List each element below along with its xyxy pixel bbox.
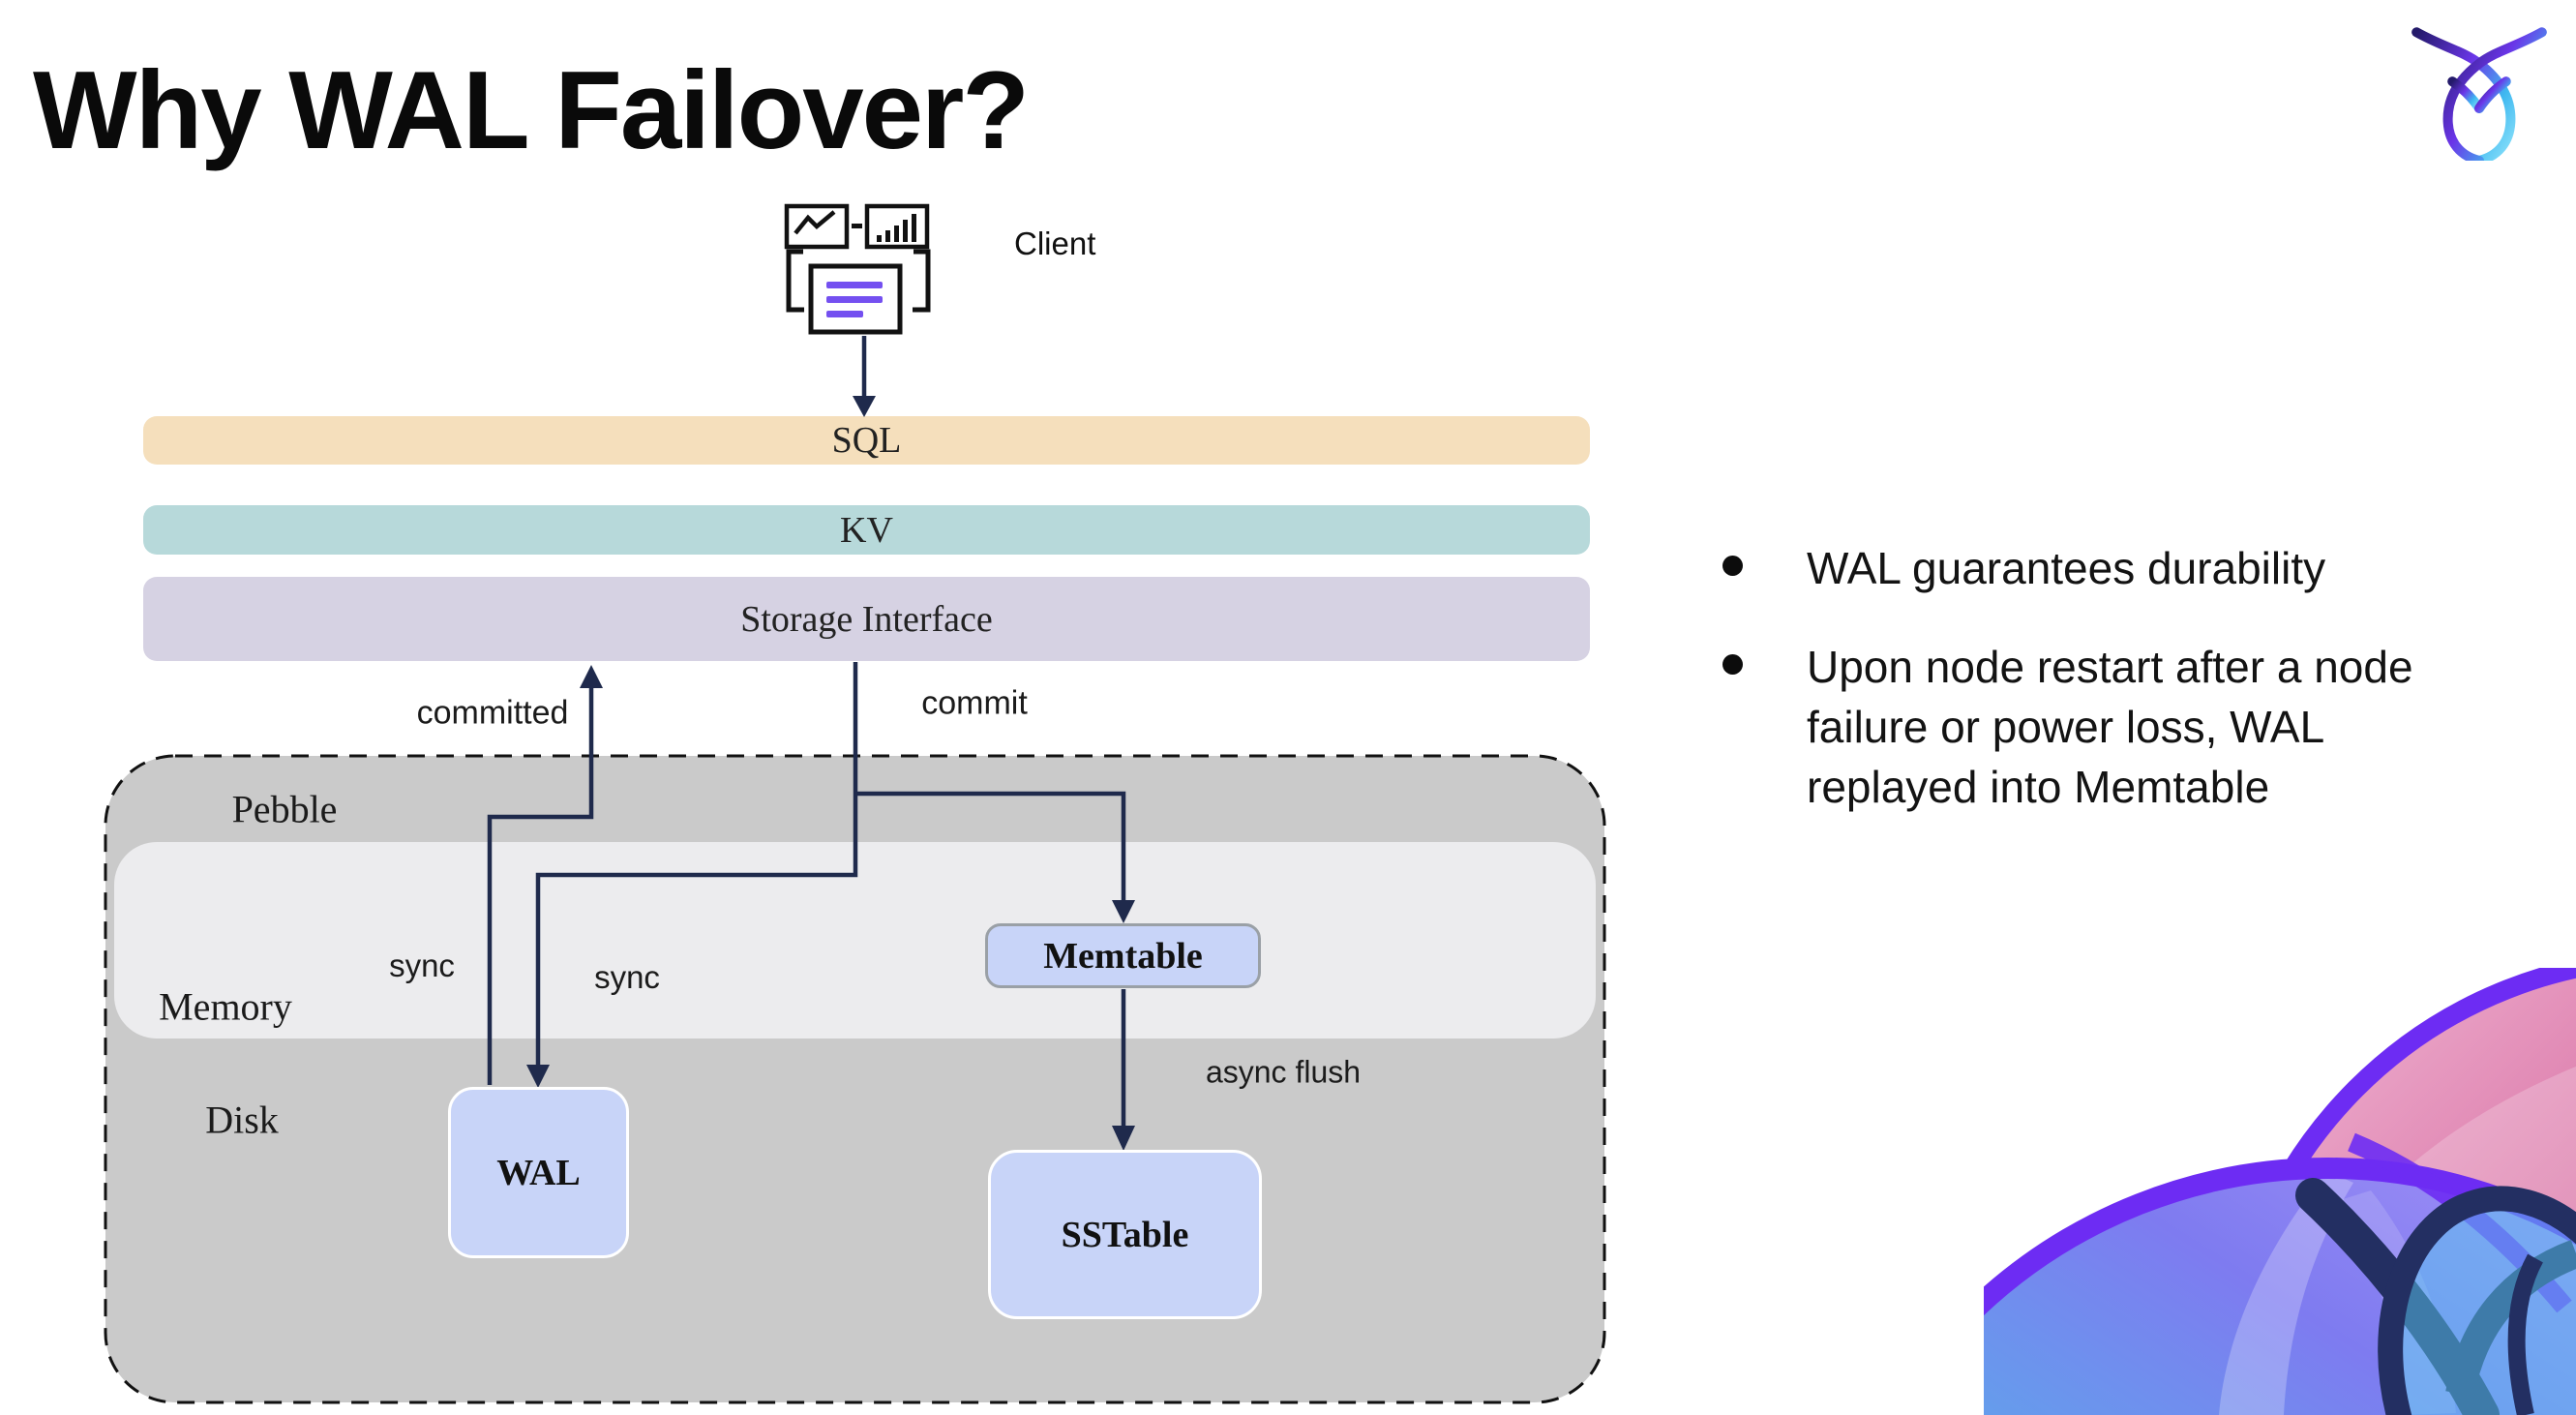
client-arrowhead: [853, 396, 876, 417]
bullet-dot-icon: [1722, 654, 1743, 675]
cockroachdb-logo-icon: [2411, 27, 2547, 161]
terminal-doc-icon: [786, 249, 931, 335]
wal-arrowhead: [526, 1065, 550, 1088]
layer-bar-kv: KV: [143, 505, 1590, 555]
node-sstable: SSTable: [988, 1150, 1262, 1319]
edge-label-sync-commit: sync: [594, 959, 660, 995]
edge-label-commit: commit: [921, 684, 1028, 722]
bar-chart-icon: [864, 203, 930, 250]
blue-sphere-rim: [1984, 1158, 2576, 1316]
brand-sphere-art: [1984, 968, 2576, 1415]
node-wal-label: WAL: [496, 1152, 581, 1193]
commit-to-wal-arrow-line: [535, 662, 858, 1067]
memtable-arrowhead: [1112, 900, 1135, 923]
bullet-text: WAL guarantees durability: [1807, 543, 2326, 593]
disk-label: Disk: [205, 1098, 279, 1142]
bullet-list: WAL guarantees durability Upon node rest…: [1715, 538, 2566, 817]
page-title: Why WAL Failover?: [33, 49, 1030, 172]
dash-connector: [852, 224, 862, 228]
bullet-dot-icon: [1722, 556, 1743, 576]
client-label: Client: [1014, 226, 1096, 261]
layer-bar-sql: SQL: [143, 416, 1590, 465]
memory-label: Memory: [159, 984, 292, 1029]
client-icon: [784, 203, 931, 335]
layer-bar-storage-interface: Storage Interface: [143, 577, 1590, 661]
layer-bar-sql-label: SQL: [831, 420, 902, 461]
edge-label-async-flush: async flush: [1205, 1054, 1362, 1090]
blue-sphere-streak: [2219, 1171, 2353, 1415]
commit-to-memtable-arrow-line: [855, 791, 1126, 902]
layer-bar-kv-label: KV: [840, 509, 893, 551]
node-sstable-label: SSTable: [1061, 1214, 1189, 1255]
committed-arrow-line: [487, 686, 594, 1085]
sstable-arrowhead: [1112, 1126, 1135, 1151]
node-wal: WAL: [448, 1087, 629, 1258]
layer-bar-storage-label: Storage Interface: [740, 598, 993, 640]
edge-label-committed: committed: [416, 694, 569, 732]
node-memtable: Memtable: [985, 923, 1261, 988]
pebble-label: Pebble: [231, 787, 338, 831]
node-memtable-label: Memtable: [1043, 935, 1203, 977]
edge-label-sync-committed: sync: [389, 948, 455, 983]
bullet-item: Upon node restart after a node failure o…: [1715, 637, 2566, 817]
committed-arrowhead: [580, 665, 603, 688]
roach-leaf-vein: [2507, 1253, 2543, 1415]
bullet-item: WAL guarantees durability: [1715, 538, 2566, 598]
line-chart-icon: [784, 203, 850, 250]
bullet-text: Upon node restart after a node failure o…: [1807, 642, 2413, 812]
